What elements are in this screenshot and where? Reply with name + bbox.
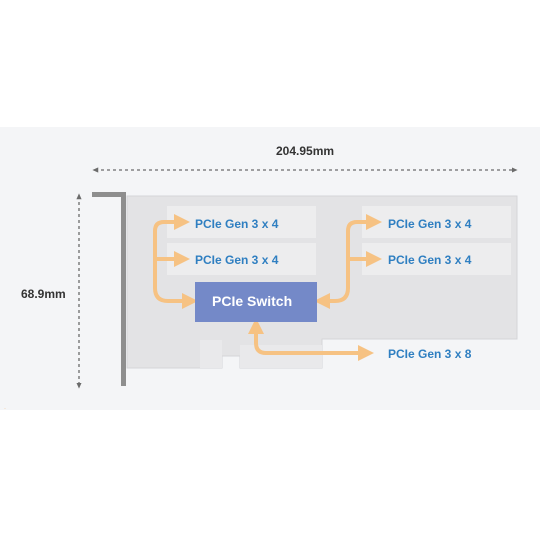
width-label: 204.95mm xyxy=(276,144,335,158)
mounting-bracket xyxy=(121,192,126,386)
mounting-bracket-top xyxy=(92,192,126,197)
lane-label-left-top: PCIe Gen 3 x 4 xyxy=(195,217,279,231)
slot-right-top xyxy=(362,206,511,238)
pcie-switch-box xyxy=(195,282,317,322)
lane-label-right-bottom: PCIe Gen 3 x 4 xyxy=(388,253,472,267)
edge-connector xyxy=(240,345,322,368)
height-label: 68.9mm xyxy=(21,287,66,301)
stray-mark: · xyxy=(4,406,6,412)
edge-connector-left xyxy=(200,340,222,368)
slot-right-bottom xyxy=(362,243,511,275)
lane-label-left-bottom: PCIe Gen 3 x 4 xyxy=(195,253,279,267)
arrow-host xyxy=(248,318,374,361)
lane-label-right-top: PCIe Gen 3 x 4 xyxy=(388,217,472,231)
pcie-switch-label: PCIe Switch xyxy=(212,293,293,309)
lane-label-host: PCIe Gen 3 x 8 xyxy=(388,347,472,361)
